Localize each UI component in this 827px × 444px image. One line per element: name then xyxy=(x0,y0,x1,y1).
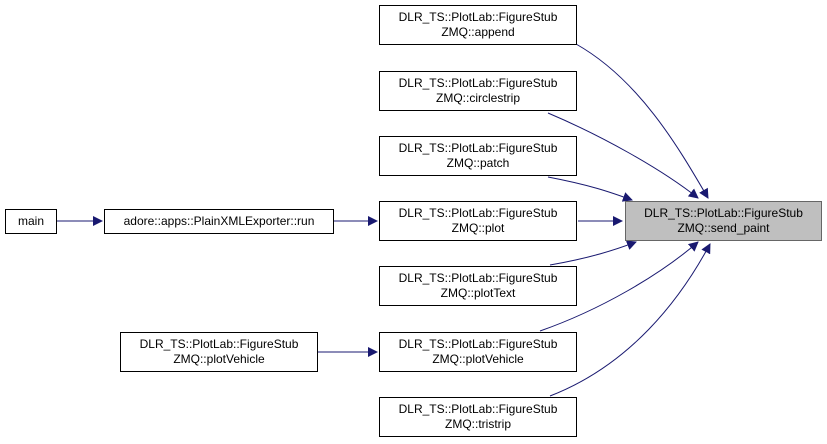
node-plotvehicle-caller-line2: ZMQ::plotVehicle xyxy=(173,352,265,366)
node-send-paint-line1: DLR_TS::PlotLab::FigureStub xyxy=(644,206,803,220)
node-plotvehicle-caller[interactable]: DLR_TS::PlotLab::FigureStub ZMQ::plotVeh… xyxy=(120,332,318,372)
node-plotvehicle-caller-line1: DLR_TS::PlotLab::FigureStub xyxy=(139,337,299,351)
node-tristrip-line2: ZMQ::tristrip xyxy=(445,417,511,431)
node-append-line2: ZMQ::append xyxy=(441,25,515,39)
node-send-paint: DLR_TS::PlotLab::FigureStub ZMQ::send_pa… xyxy=(625,201,822,241)
node-plot-line1: DLR_TS::PlotLab::FigureStub xyxy=(398,206,558,220)
node-plottext-line2: ZMQ::plotText xyxy=(440,286,516,300)
edge-plottext-to-send-paint xyxy=(549,240,637,266)
node-circlestrip[interactable]: DLR_TS::PlotLab::FigureStub ZMQ::circles… xyxy=(379,71,577,111)
node-append-line1: DLR_TS::PlotLab::FigureStub xyxy=(398,10,558,24)
node-main[interactable]: main xyxy=(5,209,57,234)
node-plottext-line1: DLR_TS::PlotLab::FigureStub xyxy=(398,271,558,285)
node-main-label: main xyxy=(17,214,44,228)
node-circlestrip-line1: DLR_TS::PlotLab::FigureStub xyxy=(398,76,558,90)
node-send-paint-line2: ZMQ::send_paint xyxy=(677,221,770,235)
node-run-label: adore::apps::PlainXMLExporter::run xyxy=(123,214,315,228)
edge-circlestrip-to-send-paint xyxy=(547,112,699,199)
node-circlestrip-line2: ZMQ::circlestrip xyxy=(436,91,520,105)
node-patch-line1: DLR_TS::PlotLab::FigureStub xyxy=(398,141,558,155)
edge-plotvehicle-to-send-paint xyxy=(539,241,699,332)
node-plotvehicle-line2: ZMQ::plotVehicle xyxy=(432,352,524,366)
node-tristrip[interactable]: DLR_TS::PlotLab::FigureStub ZMQ::tristri… xyxy=(379,397,577,437)
node-patch-line2: ZMQ::patch xyxy=(446,156,510,170)
node-append[interactable]: DLR_TS::PlotLab::FigureStub ZMQ::append xyxy=(379,5,577,45)
node-plot-line2: ZMQ::plot xyxy=(451,221,505,235)
node-plotvehicle-line1: DLR_TS::PlotLab::FigureStub xyxy=(398,337,558,351)
node-plottext[interactable]: DLR_TS::PlotLab::FigureStub ZMQ::plotTex… xyxy=(379,266,577,306)
edge-patch-to-send-paint xyxy=(547,176,633,202)
edge-append-to-send-paint xyxy=(575,43,709,199)
node-patch[interactable]: DLR_TS::PlotLab::FigureStub ZMQ::patch xyxy=(379,136,577,176)
node-plot[interactable]: DLR_TS::PlotLab::FigureStub ZMQ::plot xyxy=(379,201,577,241)
node-run[interactable]: adore::apps::PlainXMLExporter::run xyxy=(104,209,334,234)
edge-tristrip-to-send-paint xyxy=(549,243,711,397)
node-plotvehicle[interactable]: DLR_TS::PlotLab::FigureStub ZMQ::plotVeh… xyxy=(379,332,577,372)
node-tristrip-line1: DLR_TS::PlotLab::FigureStub xyxy=(398,402,558,416)
